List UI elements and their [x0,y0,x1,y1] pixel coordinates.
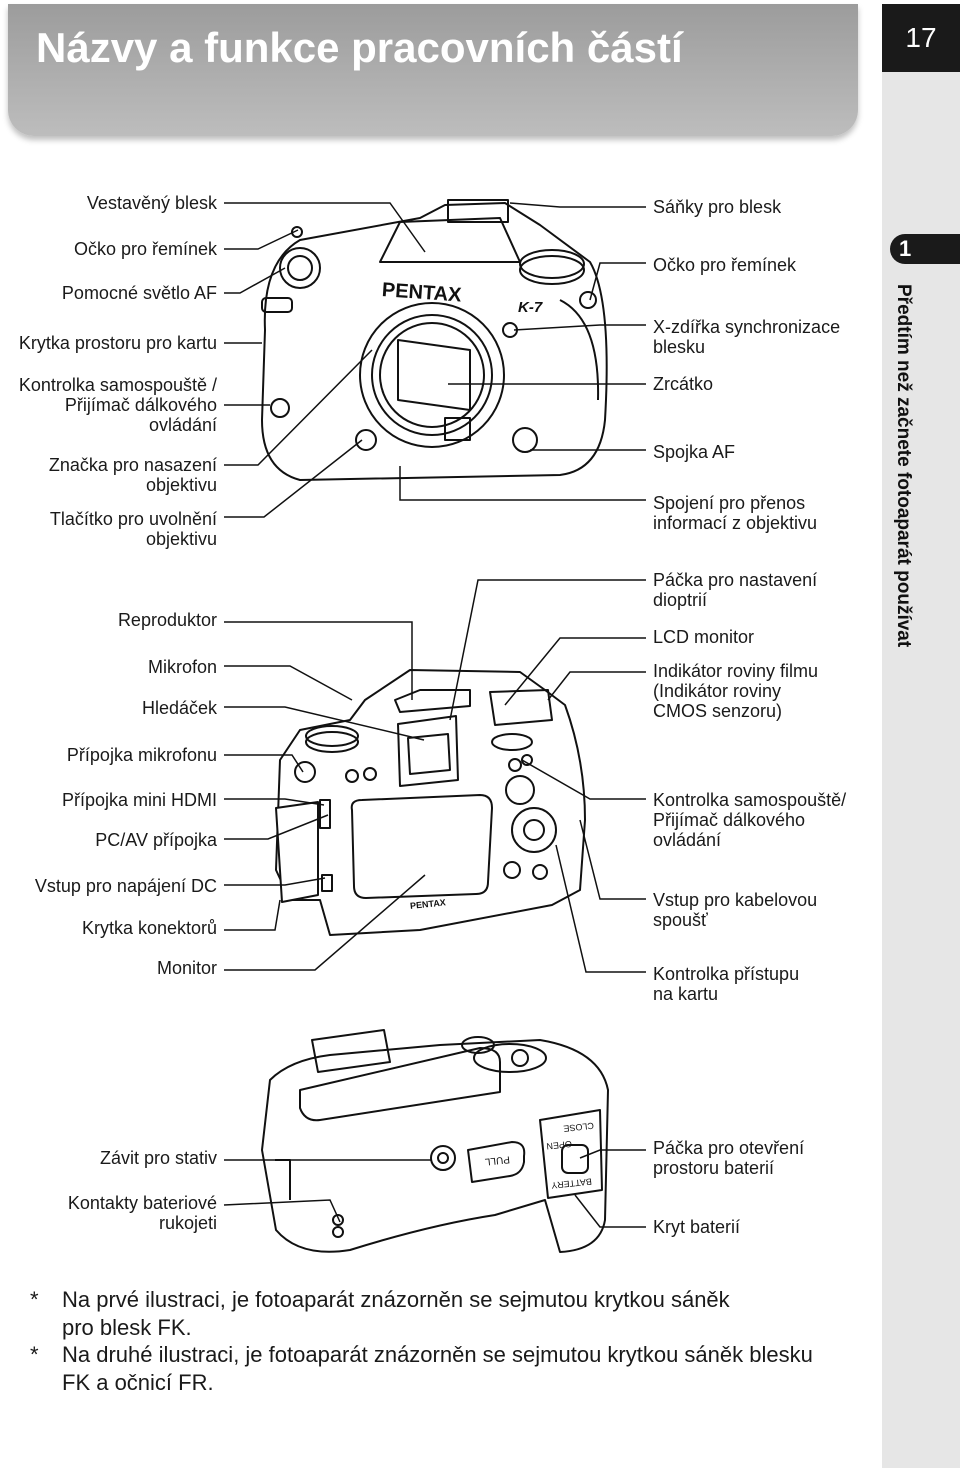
page-number: 17 [882,4,960,72]
footnote-marker: * [30,1287,39,1312]
front-leader-lines [224,202,646,518]
label-af-assist-light: Pomocné světlo AF [61,283,217,303]
label-terminal-cover: Krytka konektorů [81,918,217,938]
label-pc-av-terminal: PC/AV přípojka [95,830,217,850]
bottom-battery: BATTERY [551,1176,593,1190]
footnote-text: Na prvé ilustraci, je fotoaparát znázorn… [62,1287,730,1340]
label-af-coupler: Spojka AF [653,442,736,462]
label-cable-release: Vstup pro kabelovou spoušť [653,890,818,930]
label-card-access-lamp: Kontrolka přístupu na kartu [653,964,800,1004]
label-mic-terminal: Přípojka mikrofonu [66,745,217,765]
header-banner: Názvy a funkce pracovních částí [8,4,858,136]
footnote-text: Na druhé ilustraci, je fotoaparát znázor… [62,1342,813,1395]
label-viewfinder: Hledáček [141,698,217,718]
label-lens-unlock-button: Tlačítko pro uvolnění objektivu [49,509,217,549]
back-brand: PENTAX [410,897,447,911]
label-grip-contacts: Kontakty bateriové rukojeti [67,1193,217,1233]
label-strap-lug-right: Očko pro řemínek [653,255,797,275]
label-speaker: Reproduktor [117,610,217,630]
bottom-open: OPEN [546,1139,572,1152]
label-diopter-lever: Páčka pro nastavení dioptrií [653,570,818,610]
footnote-marker: * [30,1342,39,1367]
label-hot-shoe: Sáňky pro blesk [653,197,782,217]
label-remote-receiver-back: Kontrolka samospouště/ Přijímač dálkovéh… [653,790,847,850]
label-battery-cover: Kryt baterií [653,1217,741,1237]
chapter-number: 1 [890,234,960,264]
label-x-sync-socket: X-zdířka synchronizace blesku [653,317,841,357]
bottom-leader-lines [223,1149,646,1228]
bottom-pull: PULL [484,1153,510,1167]
label-self-timer-lamp: Kontrolka samospouště / Přijímač dálkové… [18,375,217,435]
label-built-in-flash: Vestavěný blesk [86,193,217,213]
back-leader-lines [224,579,646,973]
page-title: Názvy a funkce pracovních částí [36,24,683,71]
label-hdmi-terminal: Přípojka mini HDMI [61,790,217,810]
label-lcd-panel: LCD monitor [653,627,755,647]
label-monitor: Monitor [156,958,217,978]
label-tripod-socket: Závit pro stativ [99,1148,217,1168]
label-mirror: Zrcátko [653,374,714,394]
sidebar-band [882,72,960,1468]
front-camera-drawing [261,199,608,481]
label-microphone: Mikrofon [147,657,217,677]
front-model: K-7 [518,299,543,316]
bottom-camera-drawing [261,1029,609,1253]
label-battery-lock-lever: Páčka pro otevření prostoru baterií [653,1138,805,1178]
bottom-close: CLOSE [563,1121,594,1134]
label-lens-info-contacts: Spojení pro přenos informací z objektivu [653,493,818,533]
label-focal-plane-indicator: Indikátor roviny filmu (Indikátor roviny… [653,661,819,721]
back-camera-drawing [275,669,586,936]
label-dc-input: Vstup pro napájení DC [34,876,217,896]
label-card-cover: Krytka prostoru pro kartu [18,333,217,353]
chapter-title: Předtím než začnete fotoaparát používat [893,284,914,648]
label-strap-lug-left: Očko pro řemínek [73,239,217,259]
label-lens-mount-index: Značka pro nasazení objektivu [48,455,217,495]
